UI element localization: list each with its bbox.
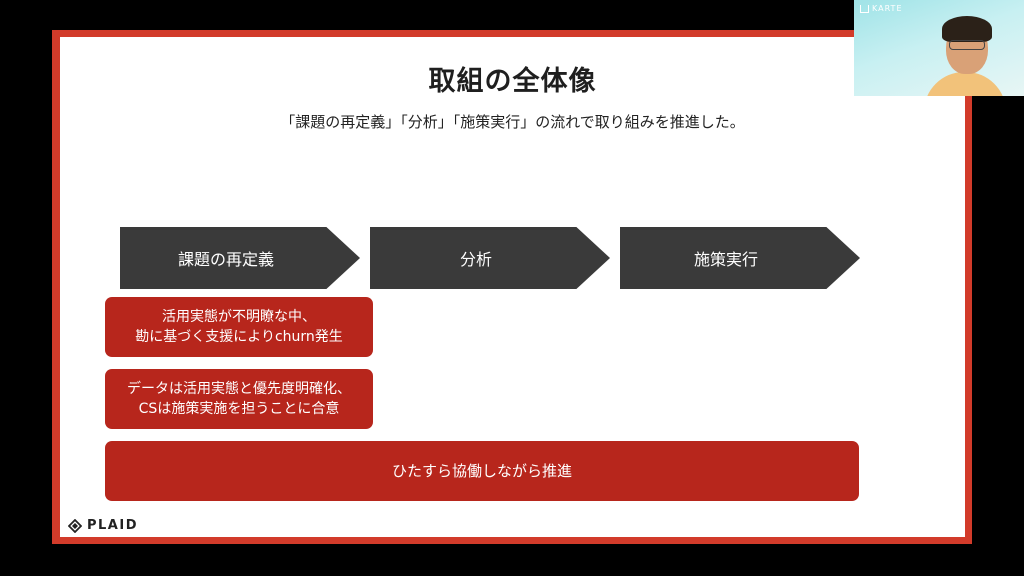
webcam-overlay: KARTE bbox=[854, 0, 1024, 96]
issue-box-line2: 勘に基づく支援によりchurn発生 bbox=[135, 329, 343, 345]
karte-brand-text: KARTE bbox=[872, 4, 903, 13]
karte-brand: KARTE bbox=[860, 4, 903, 13]
issue-box: 活用実態が不明瞭な中、 勘に基づく支援によりchurn発生 bbox=[105, 297, 373, 357]
collaboration-box: ひたすら協働しながら推進 bbox=[105, 441, 859, 501]
agreement-box-line1: データは活用実態と優先度明確化、 bbox=[127, 381, 351, 397]
step-arrow-execution: 施策実行 bbox=[620, 227, 860, 289]
plaid-logo-text: PLAID bbox=[87, 518, 139, 533]
karte-logo-icon bbox=[860, 4, 869, 13]
step-arrow-redefine: 課題の再定義 bbox=[120, 227, 360, 289]
slide-title: 取組の全体像 bbox=[428, 66, 597, 97]
speaker-body bbox=[924, 72, 1006, 96]
step-label: 課題の再定義 bbox=[177, 250, 274, 269]
agreement-box: データは活用実態と優先度明確化、 CSは施策実施を担うことに合意 bbox=[105, 369, 373, 429]
speaker-glasses bbox=[949, 40, 985, 50]
plaid-logo-icon bbox=[68, 518, 82, 533]
step-label: 施策実行 bbox=[693, 250, 758, 269]
speaker-hair bbox=[942, 16, 992, 42]
step-label: 分析 bbox=[459, 250, 492, 269]
issue-box-line1: 活用実態が不明瞭な中、 bbox=[162, 309, 316, 325]
agreement-box-line2: CSは施策実施を担うことに合意 bbox=[138, 401, 340, 417]
slide: 取組の全体像 「課題の再定義」「分析」「施策実行」の流れで取り組みを推進した。 … bbox=[60, 37, 965, 537]
plaid-logo: PLAID bbox=[68, 518, 138, 533]
step-arrow-analysis: 分析 bbox=[370, 227, 610, 289]
slide-subtitle: 「課題の再定義」「分析」「施策実行」の流れで取り組みを推進した。 bbox=[280, 113, 745, 131]
collaboration-box-text: ひたすら協働しながら推進 bbox=[391, 462, 572, 480]
